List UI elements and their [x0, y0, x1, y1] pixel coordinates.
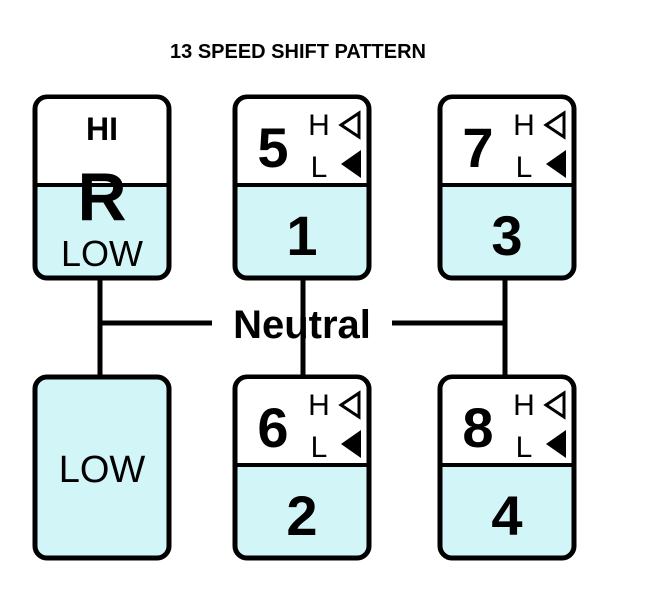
low-range-label: L — [311, 151, 328, 184]
hi-range-triangle-icon — [338, 390, 361, 420]
high-range-label: H — [308, 109, 330, 142]
high-range-gear: 6 — [257, 396, 288, 459]
reverse-gate: HI R LOW — [32, 94, 172, 281]
low-range-triangle-icon — [341, 150, 361, 178]
low-range-triangle-icon — [341, 430, 361, 458]
low-range-label: L — [516, 431, 533, 464]
reverse-hi-label: HI — [86, 111, 118, 147]
shift-lines — [97, 276, 508, 378]
high-range-gear: 5 — [257, 116, 288, 179]
high-range-label: H — [513, 109, 535, 142]
low-gate: LOW — [32, 374, 172, 561]
reverse-r-label: R — [77, 159, 126, 235]
reverse-low-label: LOW — [61, 233, 143, 274]
low-range-gear: 2 — [286, 484, 317, 547]
low-range-label: L — [516, 151, 533, 184]
high-range-label: H — [513, 389, 535, 422]
hi-range-triangle-icon — [543, 110, 566, 140]
low-range-triangle-icon — [546, 430, 566, 458]
low-label: LOW — [59, 449, 146, 491]
diagram-title: 13 SPEED SHIFT PATTERN — [170, 41, 426, 63]
low-range-gear: 3 — [491, 204, 522, 267]
high-range-gear: 8 — [462, 396, 493, 459]
low-range-gear: 4 — [491, 484, 522, 547]
low-range-label: L — [311, 431, 328, 464]
high-range-gear: 7 — [462, 116, 493, 179]
low-range-gear: 1 — [286, 204, 317, 267]
neutral-label: Neutral — [233, 303, 371, 347]
high-range-label: H — [308, 389, 330, 422]
hi-range-triangle-icon — [338, 110, 361, 140]
low-range-triangle-icon — [546, 150, 566, 178]
hi-range-triangle-icon — [543, 390, 566, 420]
